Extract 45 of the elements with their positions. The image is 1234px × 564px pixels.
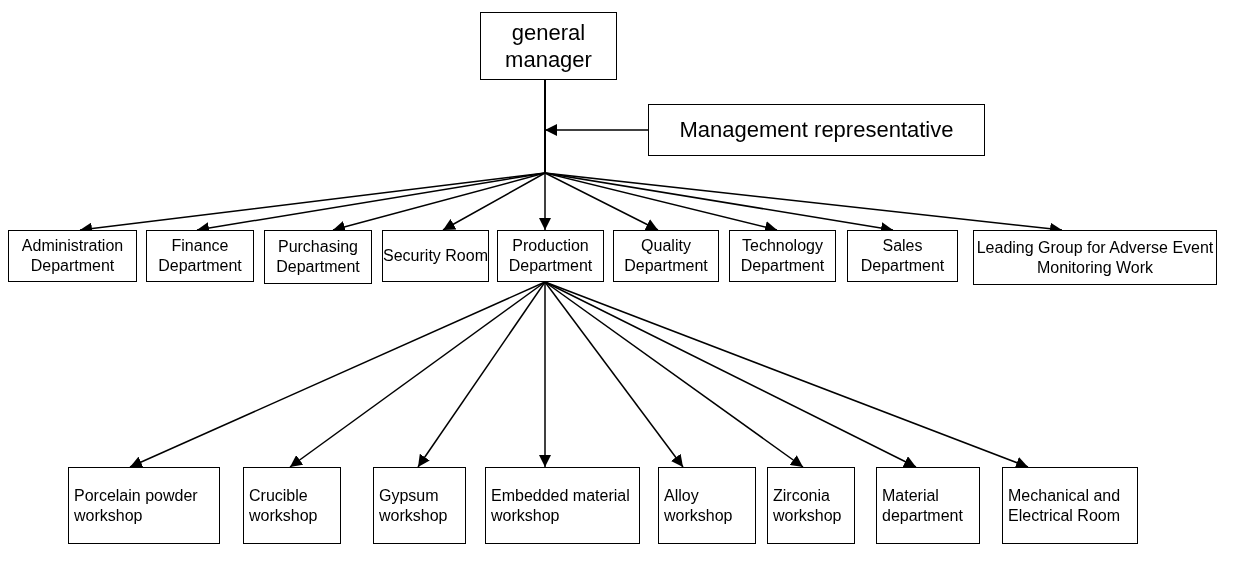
org-box xyxy=(373,467,466,544)
org-box xyxy=(767,467,855,544)
box-label: Technology Department xyxy=(739,236,826,276)
org-box xyxy=(1002,467,1138,544)
org-box xyxy=(68,467,220,544)
box-label: Gypsum workshop xyxy=(379,485,449,526)
org-box xyxy=(847,230,958,282)
org-box xyxy=(382,230,489,282)
box-label: Administration Department xyxy=(20,236,125,276)
box-label: Alloy workshop xyxy=(664,485,734,526)
org-box xyxy=(973,230,1217,285)
org-box xyxy=(8,230,137,282)
org-box xyxy=(146,230,254,282)
box-label: Material department xyxy=(882,485,964,526)
arrow xyxy=(539,281,551,468)
box-label: general manager xyxy=(504,18,593,74)
org-box xyxy=(648,104,985,156)
arrow xyxy=(129,281,546,468)
org-box xyxy=(485,467,640,544)
org-box xyxy=(243,467,341,544)
box-label: Crucible workshop xyxy=(249,485,319,526)
org-box xyxy=(613,230,719,282)
arrow xyxy=(417,281,546,468)
box-label: Production Department xyxy=(507,236,594,276)
org-box xyxy=(876,467,980,544)
box-label: Porcelain powder workshop xyxy=(74,485,199,526)
org-box xyxy=(480,12,617,80)
org-box xyxy=(658,467,756,544)
arrow xyxy=(544,124,649,136)
box-label: Management representative xyxy=(679,116,954,144)
org-box xyxy=(264,230,372,284)
org-box xyxy=(497,230,604,282)
arrow xyxy=(289,281,546,468)
box-label: Embedded material workshop xyxy=(491,485,631,526)
box-label: Zirconia workshop xyxy=(773,485,843,526)
arrow xyxy=(544,281,684,468)
box-label: Mechanical and Electrical Room xyxy=(1008,485,1122,526)
arrow xyxy=(544,281,804,468)
box-label: Security Room xyxy=(383,246,488,266)
box-label: Purchasing Department xyxy=(275,237,361,277)
box-label: Finance Department xyxy=(157,236,243,276)
box-label: Leading Group for Adverse Event Monitoring Work xyxy=(975,237,1215,278)
box-label: Sales Department xyxy=(859,236,946,276)
org-box xyxy=(729,230,836,282)
box-label: Quality Department xyxy=(623,236,709,276)
